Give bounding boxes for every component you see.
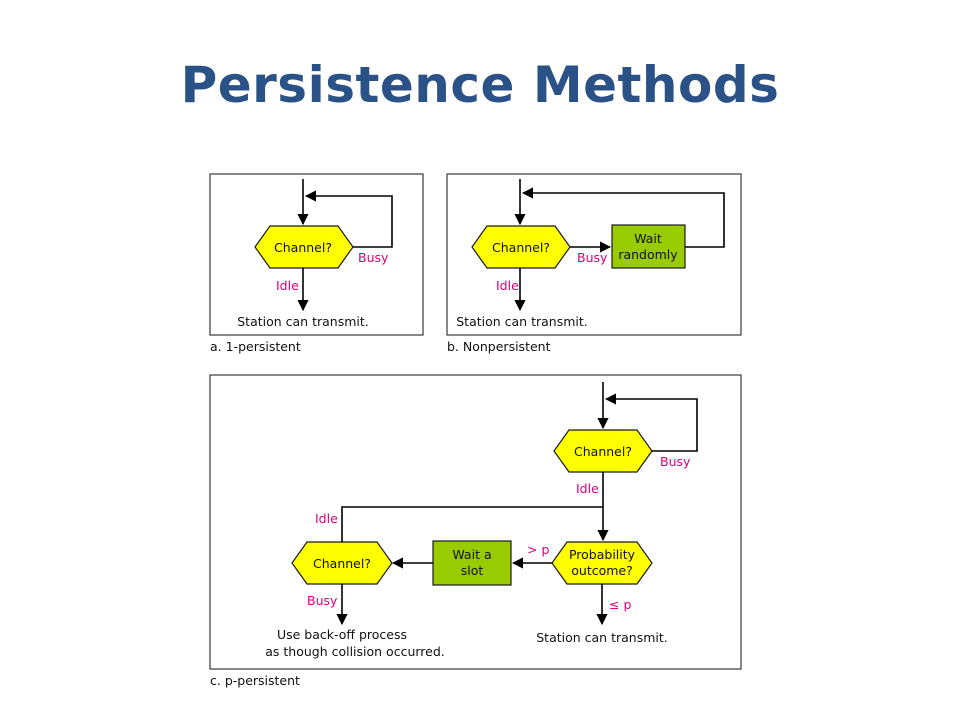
backoff-line-1: Use back-off process	[277, 627, 407, 642]
result-text: Station can transmit.	[237, 314, 369, 329]
busy-loop-arrow	[304, 190, 393, 248]
wait-line-2: randomly	[618, 247, 678, 262]
left-idle-loop-line	[341, 506, 603, 542]
wait-slot-line-2: slot	[461, 563, 484, 578]
top-busy-loop-arrow	[604, 393, 698, 452]
caption-a: a. 1-persistent	[210, 339, 301, 354]
slide-title: Persistence Methods	[180, 56, 780, 114]
caption-c: c. p-persistent	[210, 673, 300, 688]
result-text: Station can transmit.	[456, 314, 588, 329]
probability-hexagon	[551, 541, 653, 585]
left-decision-channel-hexagon	[291, 541, 393, 585]
left-busy-label: Busy	[307, 593, 338, 608]
busy-label: Busy	[577, 250, 608, 265]
wait-randomly-box	[611, 224, 686, 269]
top-decision-label: Channel?	[574, 444, 632, 459]
idle-label: Idle	[496, 278, 519, 293]
probability-line-2: outcome?	[571, 563, 633, 578]
panel-p-persistent: Channel? Busy Idle Probability outcome? …	[209, 374, 742, 670]
wait-loop-arrow	[521, 187, 725, 248]
decision-channel-label: Channel?	[492, 240, 550, 255]
left-idle-label: Idle	[315, 511, 338, 526]
caption-b: b. Nonpersistent	[447, 339, 551, 354]
idle-label: Idle	[276, 278, 299, 293]
result-text: Station can transmit.	[536, 630, 668, 645]
busy-label: Busy	[358, 250, 389, 265]
backoff-line-2: as though collision occurred.	[265, 644, 445, 659]
panel-c-frame	[209, 374, 742, 670]
top-idle-label: Idle	[576, 481, 599, 496]
decision-channel-label: Channel?	[274, 240, 332, 255]
panel-nonpersistent: Channel? Busy Wait randomly Idle Station…	[446, 173, 742, 336]
left-decision-label: Channel?	[313, 556, 371, 571]
wait-line-1: Wait	[634, 231, 662, 246]
gt-p-label: > p	[527, 542, 549, 557]
probability-line-1: Probability	[569, 547, 636, 562]
le-p-label: ≤ p	[609, 597, 631, 612]
panel-1-persistent: Channel? Busy Idle Station can transmit.	[209, 173, 424, 336]
top-busy-label: Busy	[660, 454, 691, 469]
wait-slot-line-1: Wait a	[452, 547, 491, 562]
